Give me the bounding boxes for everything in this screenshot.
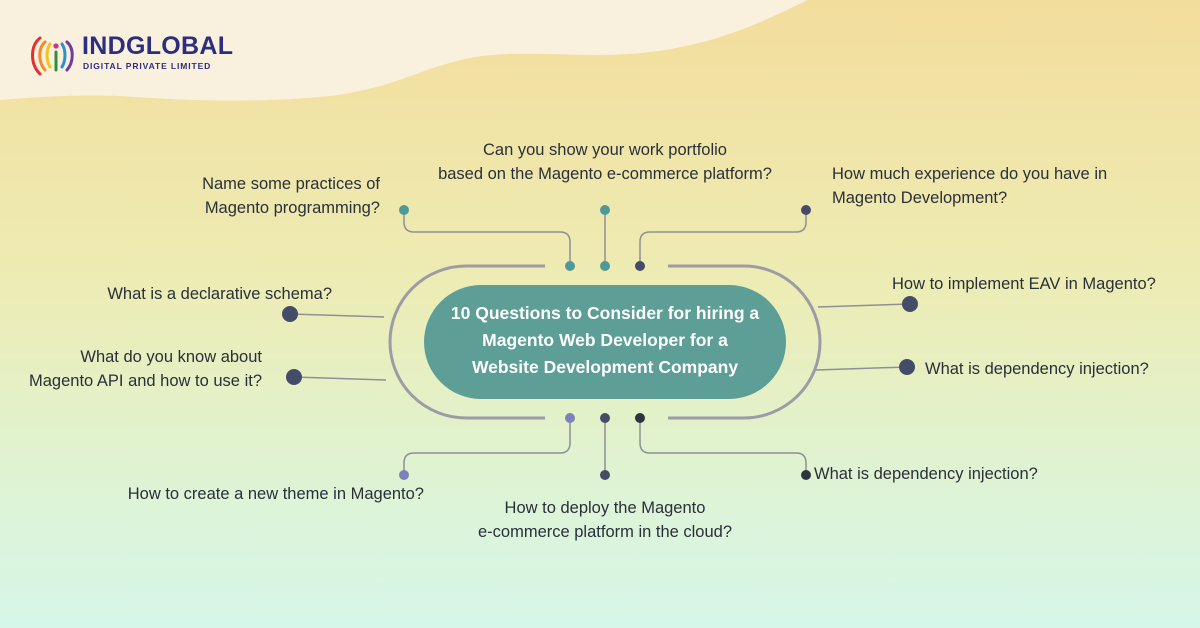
center-title-line: Website Development Company	[471, 357, 739, 377]
connector-dot	[635, 261, 645, 271]
connector-dot	[286, 369, 302, 385]
question-bottom-center: How to deploy the Magento e-commerce pla…	[440, 496, 770, 544]
connector-dot	[600, 261, 610, 271]
connector-mid-left-1	[282, 306, 385, 322]
connector-dot	[399, 470, 409, 480]
question-top-left: Name some practices of Magento programmi…	[202, 172, 380, 220]
question-line: How to implement EAV in Magento?	[892, 275, 1156, 293]
connector-mid-left-2	[286, 369, 387, 385]
center-title: 10 Questions to Consider for hiring a Ma…	[424, 300, 786, 381]
connector-mid-right-1	[817, 296, 918, 312]
connector-top-left	[399, 205, 575, 271]
brand-logo: INDGLOBAL DIGITAL PRIVATE LIMITED	[26, 30, 233, 78]
connector-top-center	[600, 205, 610, 271]
connector-bottom-right	[635, 413, 811, 480]
connector-dot	[600, 413, 610, 423]
question-line: How to deploy the Magento	[504, 499, 706, 517]
question-mid-left-1: What is a declarative schema?	[107, 282, 332, 306]
question-bottom-right: What is dependency injection?	[814, 462, 1038, 486]
question-line: Magento Development?	[832, 189, 1008, 207]
question-top-center: Can you show your work portfolio based o…	[430, 138, 780, 186]
center-pill	[424, 285, 786, 399]
connector-dot	[899, 359, 915, 375]
connector-top-right	[635, 205, 811, 271]
brand-tagline: DIGITAL PRIVATE LIMITED	[83, 61, 212, 71]
connector-bottom-center	[600, 413, 610, 480]
connector-dot	[801, 470, 811, 480]
frame-right-arc	[668, 264, 822, 420]
question-mid-left-2: What do you know about Magento API and h…	[29, 345, 262, 393]
question-line: Magento programming?	[204, 199, 380, 217]
question-line: What is a declarative schema?	[107, 285, 332, 303]
question-mid-right-2: What is dependency injection?	[925, 357, 1149, 381]
frame-left-arc	[388, 264, 545, 420]
question-line: How much experience do you have in	[832, 165, 1108, 183]
connector-bottom-left	[399, 413, 575, 480]
connector-dot	[801, 205, 811, 215]
question-line: What is dependency injection?	[814, 465, 1038, 483]
connector-dot	[635, 413, 645, 423]
center-title-line: Magento Web Developer for a	[482, 330, 728, 350]
connector-dot	[282, 306, 298, 322]
question-line: e-commerce platform in the cloud?	[477, 523, 733, 541]
question-line: What is dependency injection?	[925, 360, 1149, 378]
connector-dot	[565, 413, 575, 423]
question-line: Magento API and how to use it?	[29, 372, 262, 390]
connector-dot	[600, 205, 610, 215]
center-title-line: 10 Questions to Consider for hiring a	[450, 303, 760, 323]
connector-dot	[902, 296, 918, 312]
question-bottom-left: How to create a new theme in Magento?	[128, 482, 424, 506]
colorful-arcs-logo-icon	[31, 36, 74, 76]
connector-mid-right-2	[815, 359, 915, 375]
question-line: Name some practices of	[202, 175, 380, 193]
connector-dot	[600, 470, 610, 480]
connector-dot	[565, 261, 575, 271]
question-mid-right-1: How to implement EAV in Magento?	[892, 272, 1156, 296]
question-top-right: How much experience do you have in Magen…	[832, 162, 1107, 210]
question-line: based on the Magento e-commerce platform…	[438, 165, 772, 183]
question-line: How to create a new theme in Magento?	[127, 485, 424, 503]
connector-dot	[399, 205, 409, 215]
question-line: What do you know about	[80, 348, 262, 366]
brand-name: INDGLOBAL	[82, 32, 234, 60]
question-line: Can you show your work portfolio	[483, 141, 727, 159]
